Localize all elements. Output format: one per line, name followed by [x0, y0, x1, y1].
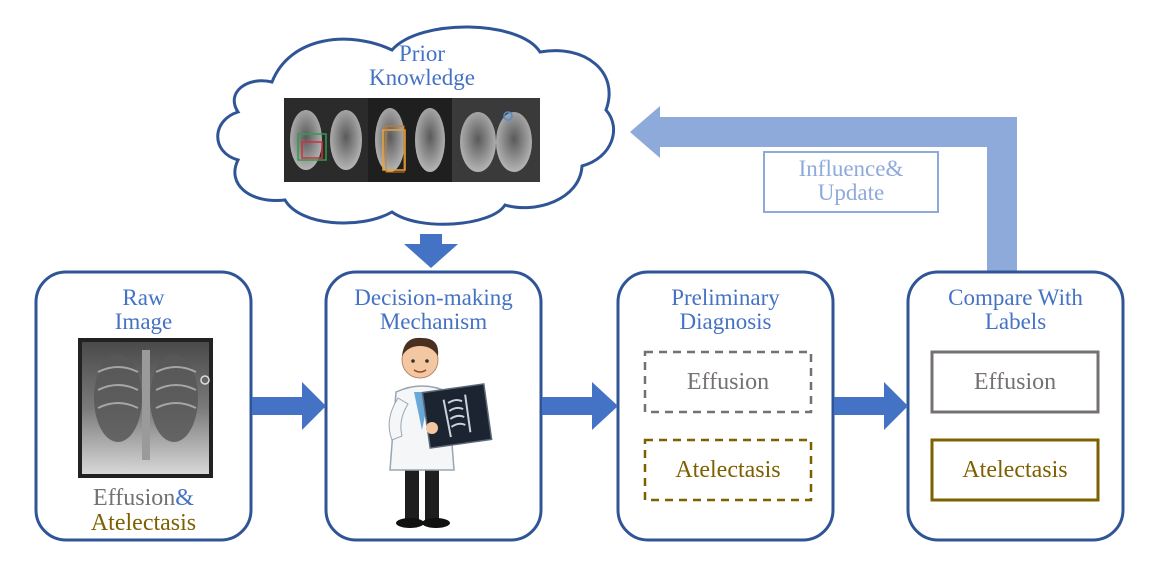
compare-title: Compare With Labels — [908, 286, 1123, 334]
prior-xray-3 — [452, 98, 540, 182]
preliminary-title: Preliminary Diagnosis — [618, 286, 833, 334]
preliminary-title-line-1: Preliminary — [671, 285, 780, 310]
feedback-line-1: Influence& — [798, 156, 904, 181]
flow-arrow-1 — [252, 382, 326, 430]
flow-arrow-2 — [542, 382, 618, 430]
prior-line-1: Prior — [399, 41, 445, 66]
cloud-down-arrow — [404, 234, 458, 268]
raw-label-line-1: Effusion& — [36, 486, 251, 511]
raw-label-effusion: Effusion — [93, 485, 176, 511]
prior-knowledge-title: Prior Knowledge — [342, 42, 502, 90]
raw-image-labels: Effusion& Atelectasis — [36, 486, 251, 536]
feedback-line-2: Update — [817, 180, 885, 205]
compare-atelectasis-label: Atelectasis — [962, 456, 1068, 483]
raw-label-atelectasis: Atelectasis — [90, 510, 197, 536]
prior-xray-2 — [368, 98, 452, 182]
compare-atelectasis-box — [930, 438, 1100, 502]
raw-title-line-2: Image — [114, 309, 173, 334]
decision-title-line-1: Decision-making — [354, 285, 513, 310]
raw-title-line-1: Raw — [122, 285, 165, 310]
feedback-label: Influence& Update — [764, 157, 938, 205]
prior-xray-1 — [284, 98, 368, 182]
feedback-label-box — [763, 151, 939, 213]
feedback-arrow — [630, 106, 1017, 272]
compare-title-line-2: Labels — [984, 309, 1047, 334]
decision-title-line-2: Mechanism — [379, 309, 488, 334]
prior-line-2: Knowledge — [368, 65, 476, 90]
doctor-illustration — [388, 337, 493, 528]
compare-effusion-label: Effusion — [973, 368, 1057, 395]
preliminary-effusion-box — [643, 350, 813, 414]
compare-title-line-1: Compare With — [948, 285, 1083, 310]
preliminary-atelectasis-box — [643, 438, 813, 502]
preliminary-effusion-label: Effusion — [686, 368, 770, 395]
preliminary-atelectasis-label: Atelectasis — [675, 456, 781, 483]
preliminary-title-line-2: Diagnosis — [679, 309, 772, 334]
raw-label-amp: & — [175, 485, 194, 511]
compare-effusion-box — [930, 350, 1100, 414]
flow-arrow-3 — [834, 382, 908, 430]
raw-image-title: Raw Image — [36, 286, 251, 334]
decision-title: Decision-making Mechanism — [326, 286, 541, 334]
raw-xray-image — [78, 338, 213, 478]
